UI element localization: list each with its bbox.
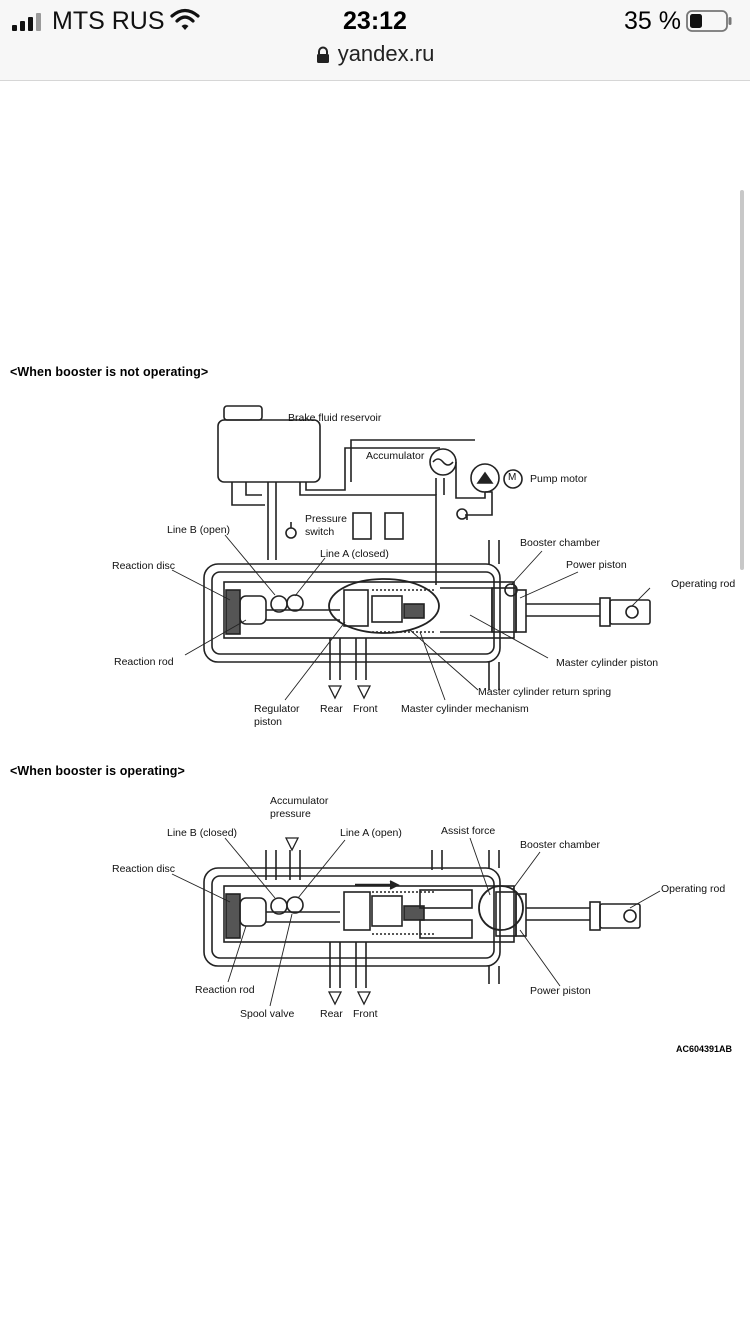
booster-chamber-circle [478, 885, 524, 931]
label-master-cylinder-piston: Master cylinder piston [556, 657, 659, 669]
motor-symbol-letter: M [508, 472, 517, 483]
wifi-icon [170, 8, 200, 30]
brake-fluid-reservoir [217, 419, 321, 483]
label-line-a-closed: Line A (closed) [320, 548, 389, 560]
section-heading-not-operating: <When booster is not operating> [10, 365, 209, 379]
label-operating-rod: Operating rod [671, 578, 736, 590]
label-power-piston: Power piston [566, 559, 627, 571]
diagram-operating [171, 837, 661, 1007]
url-text: yandex.ru [337, 41, 435, 66]
label-reaction-rod: Reaction rod [114, 656, 174, 668]
section-heading-operating: <When booster is operating> [10, 764, 185, 778]
label-booster-chamber-operating: Booster chamber [520, 839, 600, 851]
scroll-indicator[interactable] [740, 190, 744, 570]
address-bar[interactable]: yandex.ru [0, 41, 750, 67]
label-pressure-switch-line2: switch [305, 526, 335, 538]
carrier-name: MTS RUS [52, 7, 165, 35]
label-accumulator-pressure-line2: pressure [270, 808, 311, 820]
label-regulator-piston-line1: Regulator [254, 703, 300, 715]
label-rear-operating: Rear [320, 1008, 343, 1020]
label-power-piston-operating: Power piston [530, 985, 591, 997]
label-spool-valve: Spool valve [240, 1008, 295, 1020]
label-reaction-disc: Reaction disc [112, 560, 176, 572]
label-reaction-disc-operating: Reaction disc [112, 863, 176, 875]
label-front: Front [353, 703, 378, 715]
label-accumulator: Accumulator [366, 450, 425, 462]
label-reaction-rod-operating: Reaction rod [195, 984, 255, 996]
booster-housing-operating [203, 867, 501, 967]
label-pump-motor: Pump motor [530, 473, 588, 485]
battery-percent: 35 % [624, 7, 681, 35]
figure-code: AC604391AB [676, 1044, 733, 1054]
label-operating-rod-operating: Operating rod [661, 883, 726, 895]
label-accumulator-pressure-line1: Accumulator [270, 795, 329, 807]
label-booster-chamber: Booster chamber [520, 537, 600, 549]
clock: 23:12 [343, 7, 407, 35]
signal-bars-icon [12, 13, 46, 31]
label-master-cylinder-return-spring: Master cylinder return spring [478, 686, 612, 698]
label-rear: Rear [320, 703, 343, 715]
label-line-b-closed: Line B (closed) [167, 827, 238, 839]
pump-motor-symbol [503, 469, 523, 489]
label-pressure-switch-line1: Pressure [305, 513, 348, 525]
label-assist-force: Assist force [441, 825, 496, 837]
operating-rod [609, 599, 651, 625]
operating-rod-operating [599, 903, 641, 929]
label-master-cylinder-mechanism: Master cylinder mechanism [401, 703, 529, 715]
label-regulator-piston-line2: piston [254, 716, 283, 728]
battery-icon [686, 10, 732, 32]
label-line-b-open: Line B (open) [167, 524, 231, 536]
ios-status-bar: MTS RUS 23:12 35 % yandex.ru [0, 0, 750, 81]
reservoir-cap [223, 405, 263, 421]
lock-icon [316, 46, 329, 64]
label-line-a-open: Line A (open) [340, 827, 402, 839]
diagram-not-operating [171, 405, 651, 701]
label-front-operating: Front [353, 1008, 378, 1020]
master-cylinder-mechanism [328, 578, 440, 634]
booster-housing [203, 563, 501, 663]
label-brake-fluid-reservoir: Brake fluid reservoir [288, 412, 382, 424]
